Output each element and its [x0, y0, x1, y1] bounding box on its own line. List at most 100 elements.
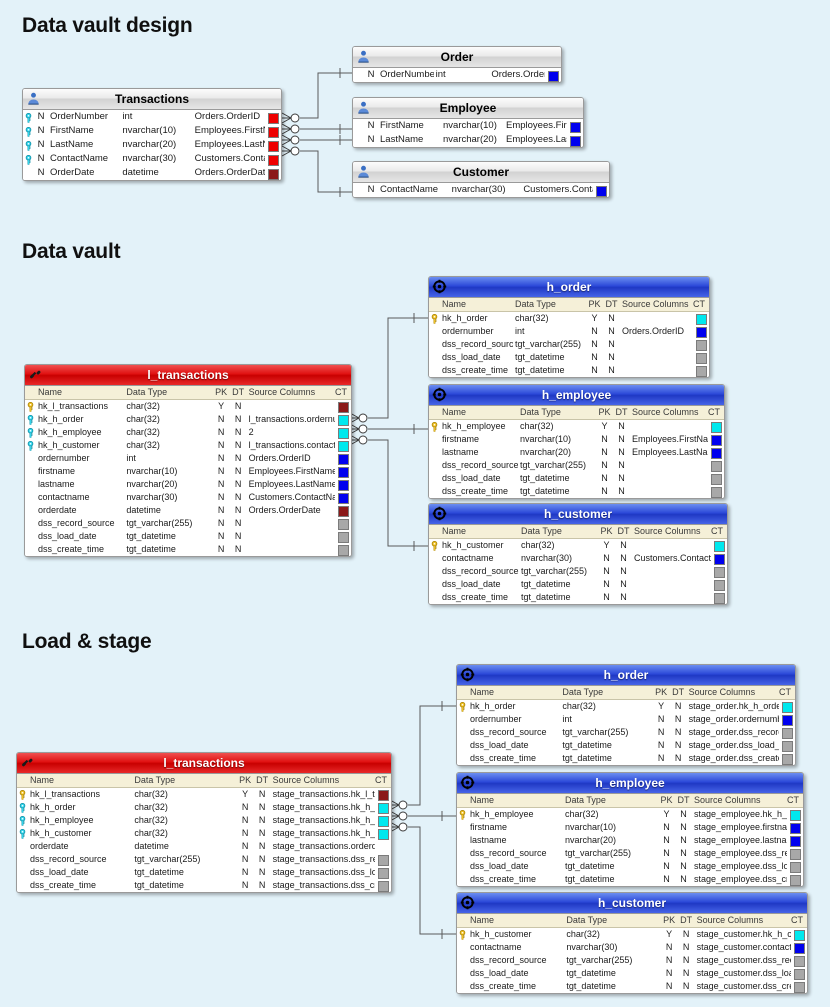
column-pk: N	[212, 543, 230, 556]
column-type: tgt_varchar(255)	[132, 853, 237, 866]
column-type: char(32)	[518, 419, 596, 433]
column-source: stage_employee.lastname	[692, 834, 787, 847]
col-key-header	[457, 686, 468, 700]
column-source	[630, 419, 708, 433]
column-source: stage_employee.dss_record_source	[692, 847, 787, 860]
column-pk: N	[236, 840, 254, 853]
change-type-swatch	[695, 366, 707, 377]
column-dt: N	[229, 491, 247, 504]
column-ct	[711, 591, 727, 604]
column-dt: N	[603, 311, 620, 325]
column-ct	[265, 152, 281, 166]
column-source: Orders.OrderID	[192, 110, 265, 124]
column-source: Employees.FirstName	[192, 124, 265, 138]
column-dt: N	[613, 472, 630, 485]
change-type-swatch	[337, 467, 349, 478]
column-name: dss_create_time	[36, 543, 125, 556]
column-source: Employees.FirstName	[246, 465, 335, 478]
column-pk: N	[596, 485, 613, 498]
column-name: dss_create_time	[440, 485, 518, 498]
column-pk: N	[660, 941, 678, 954]
entity-title: h_employee	[595, 776, 665, 790]
column-source: stage_transactions.dss_record_source	[270, 853, 375, 866]
change-type-swatch	[781, 715, 793, 726]
key-cell	[429, 459, 440, 472]
column-source	[246, 543, 335, 556]
column-ct	[787, 873, 803, 886]
column-source: stage_order.dss_load_date	[686, 739, 779, 752]
column-source	[632, 591, 711, 604]
column-type: tgt_datetime	[560, 739, 653, 752]
column-pk: N	[598, 591, 615, 604]
change-type-swatch	[337, 519, 349, 530]
col-ct-header: CT	[779, 686, 795, 700]
column-dt: N	[677, 941, 695, 954]
column-dt: N	[253, 866, 271, 879]
entity-header: h_order	[457, 665, 795, 686]
column-type: char(32)	[132, 787, 237, 801]
table-row: NContactNamenvarchar(30)Customers.Contac…	[23, 152, 281, 166]
key-cell	[25, 491, 36, 504]
key-cell	[25, 543, 36, 556]
column-name: dss_record_source	[28, 853, 133, 866]
column-source: Orders.OrderID	[489, 68, 545, 82]
col-source-header: Source Columns	[694, 914, 791, 928]
column-ct	[335, 452, 351, 465]
key-cell	[457, 941, 468, 954]
column-ct	[779, 752, 795, 765]
key-cell	[457, 713, 468, 726]
column-ct	[265, 166, 281, 180]
column-name: OrderNumber	[48, 110, 121, 124]
column-nullability: N	[34, 124, 48, 138]
entity-header: Employee	[353, 98, 583, 119]
change-type-swatch	[710, 461, 722, 472]
column-dt: N	[675, 821, 692, 834]
key-cell	[23, 138, 34, 152]
primary-key-icon	[27, 415, 34, 425]
column-dt: N	[229, 399, 247, 413]
column-source: stage_customer.contactname	[694, 941, 791, 954]
key-cell	[25, 504, 36, 517]
key-cell	[25, 452, 36, 465]
column-name: dss_create_time	[440, 591, 519, 604]
col-type-header: Data Type	[519, 525, 598, 539]
column-dt: N	[613, 459, 630, 472]
column-ct	[375, 866, 391, 879]
column-type: char(32)	[124, 439, 213, 452]
column-name: hk_h_order	[36, 413, 125, 426]
change-type-swatch	[789, 849, 801, 860]
column-name: hk_h_customer	[468, 927, 565, 941]
column-name: ordernumber	[440, 325, 513, 338]
column-name: orderdate	[36, 504, 125, 517]
column-name: dss_create_time	[28, 879, 133, 892]
column-name: lastname	[440, 446, 518, 459]
column-pk: N	[598, 565, 615, 578]
